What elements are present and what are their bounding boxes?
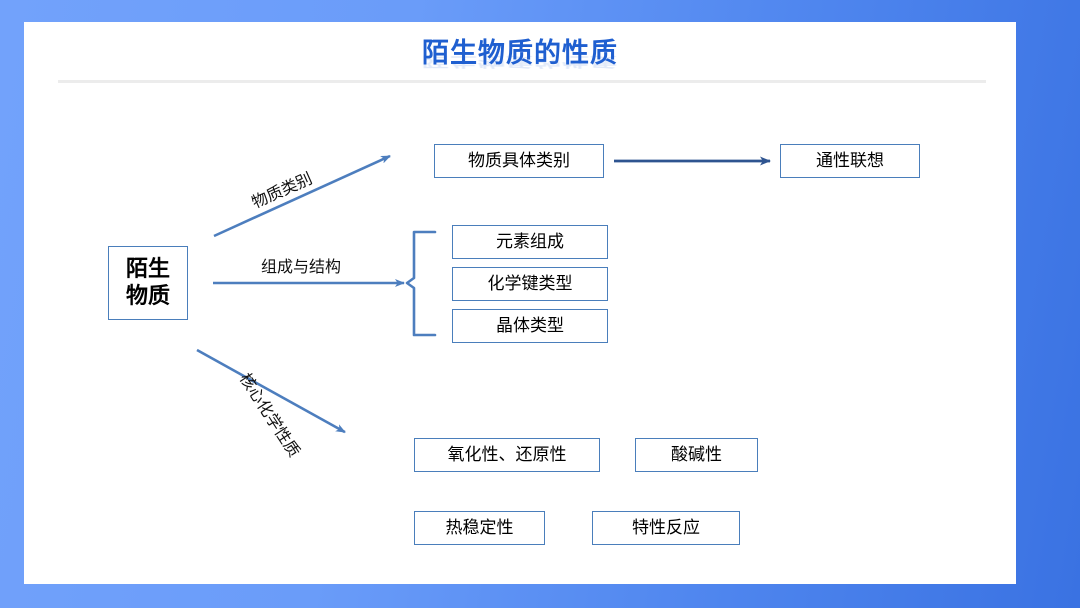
title-divider [58,80,986,83]
node-redox-property[interactable]: 氧化性、还原性 [414,438,600,472]
edge-label-properties: 核心化学性质 [235,370,303,461]
node-root-line2: 物质 [125,283,170,308]
node-general-property-association[interactable]: 通性联想 [780,144,920,178]
slide-card: 陌生物质的性质 陌生物质的性质 物质 [24,22,1016,584]
node-root-line1: 陌生 [125,256,170,282]
node-root[interactable]: 陌生 物质 [108,246,188,320]
node-element-composition[interactable]: 元素组成 [452,225,608,259]
edge-label-category: 物质类别 [249,170,315,213]
node-specific-category[interactable]: 物质具体类别 [434,144,604,178]
edge-label-structure: 组成与结构 [261,259,342,276]
node-thermal-stability[interactable]: 热稳定性 [414,511,545,545]
node-acid-base-property[interactable]: 酸碱性 [635,438,758,472]
node-characteristic-reaction[interactable]: 特性反应 [592,511,740,545]
node-chemical-bond-type[interactable]: 化学键类型 [452,267,608,301]
page-title: 陌生物质的性质 [422,38,618,68]
node-crystal-type[interactable]: 晶体类型 [452,309,608,343]
structure-brace [405,230,437,337]
